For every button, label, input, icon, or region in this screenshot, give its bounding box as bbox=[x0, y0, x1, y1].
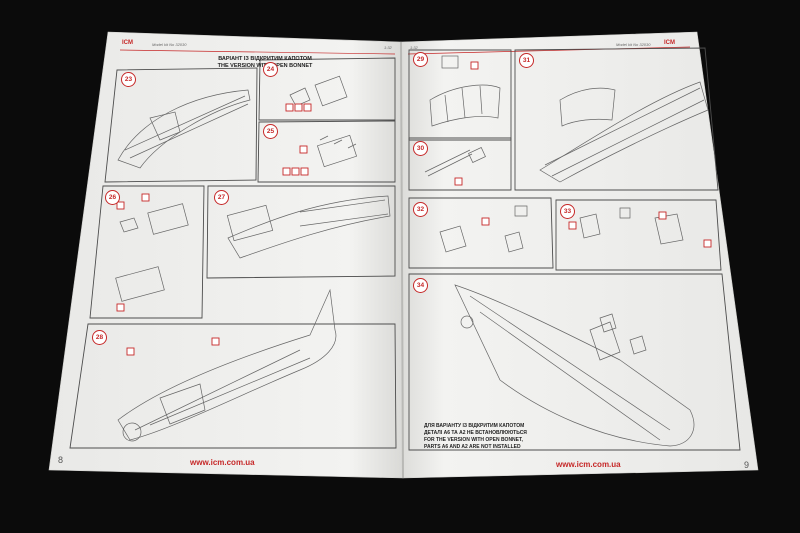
note-uk-line2: ДЕТАЛІ А6 ТА А2 НЕ ВСТАНОВЛЮЮТЬСЯ bbox=[424, 430, 527, 436]
panel-step-33 bbox=[555, 199, 722, 271]
right-page-number: 9 bbox=[744, 460, 750, 470]
panel-step-23 bbox=[104, 67, 258, 183]
left-panels bbox=[69, 57, 397, 449]
panel-step-30 bbox=[408, 137, 512, 191]
step-number-25: 25 bbox=[263, 124, 278, 139]
step-number-34: 34 bbox=[413, 278, 428, 293]
right-page bbox=[400, 31, 759, 479]
right-panels bbox=[408, 47, 741, 451]
panel-step-28 bbox=[69, 323, 397, 449]
left-header-scale: 1:32 bbox=[384, 45, 392, 50]
left-website: www.icm.com.ua bbox=[190, 458, 255, 467]
open-bonnet-note: ДЛЯ ВАРІАНТУ ІЗ ВІДКРИТИМ КАПОТОМ ДЕТАЛІ… bbox=[424, 423, 527, 451]
version-title-uk: ВАРІАНТ ІЗ ВІДКРИТИМ КАПОТОМ bbox=[218, 56, 312, 62]
panel-step-31 bbox=[514, 47, 719, 191]
line-art bbox=[115, 55, 709, 447]
step-number-31: 31 bbox=[519, 53, 534, 68]
step-number-30: 30 bbox=[413, 141, 428, 156]
part-markers bbox=[116, 61, 712, 356]
panel-step-34 bbox=[408, 273, 741, 451]
step-number-23: 23 bbox=[121, 72, 136, 87]
spine-shadow bbox=[400, 41, 404, 479]
note-en-line2: PARTS A6 AND A2 ARE NOT INSTALLED bbox=[424, 444, 521, 450]
panel-step-27 bbox=[206, 185, 396, 279]
left-page bbox=[48, 31, 404, 479]
panel-step-26 bbox=[89, 185, 205, 319]
right-header-scale: 1:32 bbox=[410, 45, 418, 50]
left-header-model: Model kit No 32030 bbox=[152, 42, 187, 47]
step-number-28: 28 bbox=[92, 330, 107, 345]
right-header-model: Model kit No 32030 bbox=[616, 42, 651, 47]
panel-step-25 bbox=[257, 120, 396, 183]
note-uk-line1: ДЛЯ ВАРІАНТУ ІЗ ВІДКРИТИМ КАПОТОМ bbox=[424, 423, 525, 429]
left-page-number: 8 bbox=[58, 455, 64, 465]
left-brand-logo: ICM bbox=[122, 40, 133, 46]
step-number-26: 26 bbox=[105, 190, 120, 205]
note-en-line1: FOR THE VERSION WITH OPEN BONNET, bbox=[424, 437, 523, 443]
step-number-24: 24 bbox=[263, 62, 278, 77]
panel-step-24 bbox=[258, 57, 396, 121]
step-number-32: 32 bbox=[413, 202, 428, 217]
right-brand-logo: ICM bbox=[664, 40, 675, 46]
panel-step-32 bbox=[408, 197, 554, 269]
right-website: www.icm.com.ua bbox=[556, 460, 621, 469]
step-number-29: 29 bbox=[413, 52, 428, 67]
step-number-27: 27 bbox=[214, 190, 229, 205]
step-number-33: 33 bbox=[560, 204, 575, 219]
